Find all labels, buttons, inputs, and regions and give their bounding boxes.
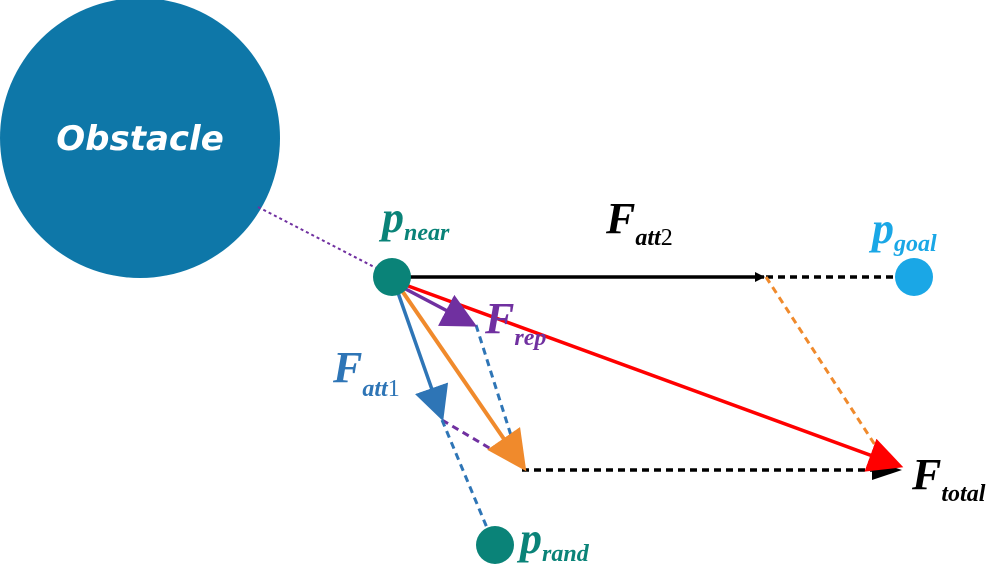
- p-near-label: pnear: [378, 193, 450, 246]
- f-total-label: Ftotal: [911, 450, 986, 507]
- att1-to-rand-dashed-line: [440, 419, 492, 536]
- p-near-point: [373, 258, 411, 296]
- f-att1-label: Fatt1: [332, 343, 400, 402]
- obstacle-label: Obstacle: [56, 119, 224, 159]
- p-rand-point: [476, 526, 514, 564]
- obstacle-distance-line: [257, 206, 381, 271]
- p-goal-label: pgoal: [868, 204, 937, 257]
- p-goal-point: [895, 258, 933, 296]
- att2-to-total-dashed-line: [764, 276, 890, 466]
- f-total-arrow: [399, 281, 904, 472]
- obstacle-circle: [0, 0, 280, 278]
- f-rep-arrow: [397, 283, 478, 327]
- f-rep-label: Frep: [484, 294, 546, 351]
- att1-to-resultant-dashed-line: [441, 418, 514, 464]
- f-att2-label: Fatt2: [605, 194, 673, 251]
- f-att1-arrow: [394, 286, 449, 422]
- resultant-orange-arrow: [396, 283, 527, 472]
- p-rand-label: prand: [516, 514, 590, 567]
